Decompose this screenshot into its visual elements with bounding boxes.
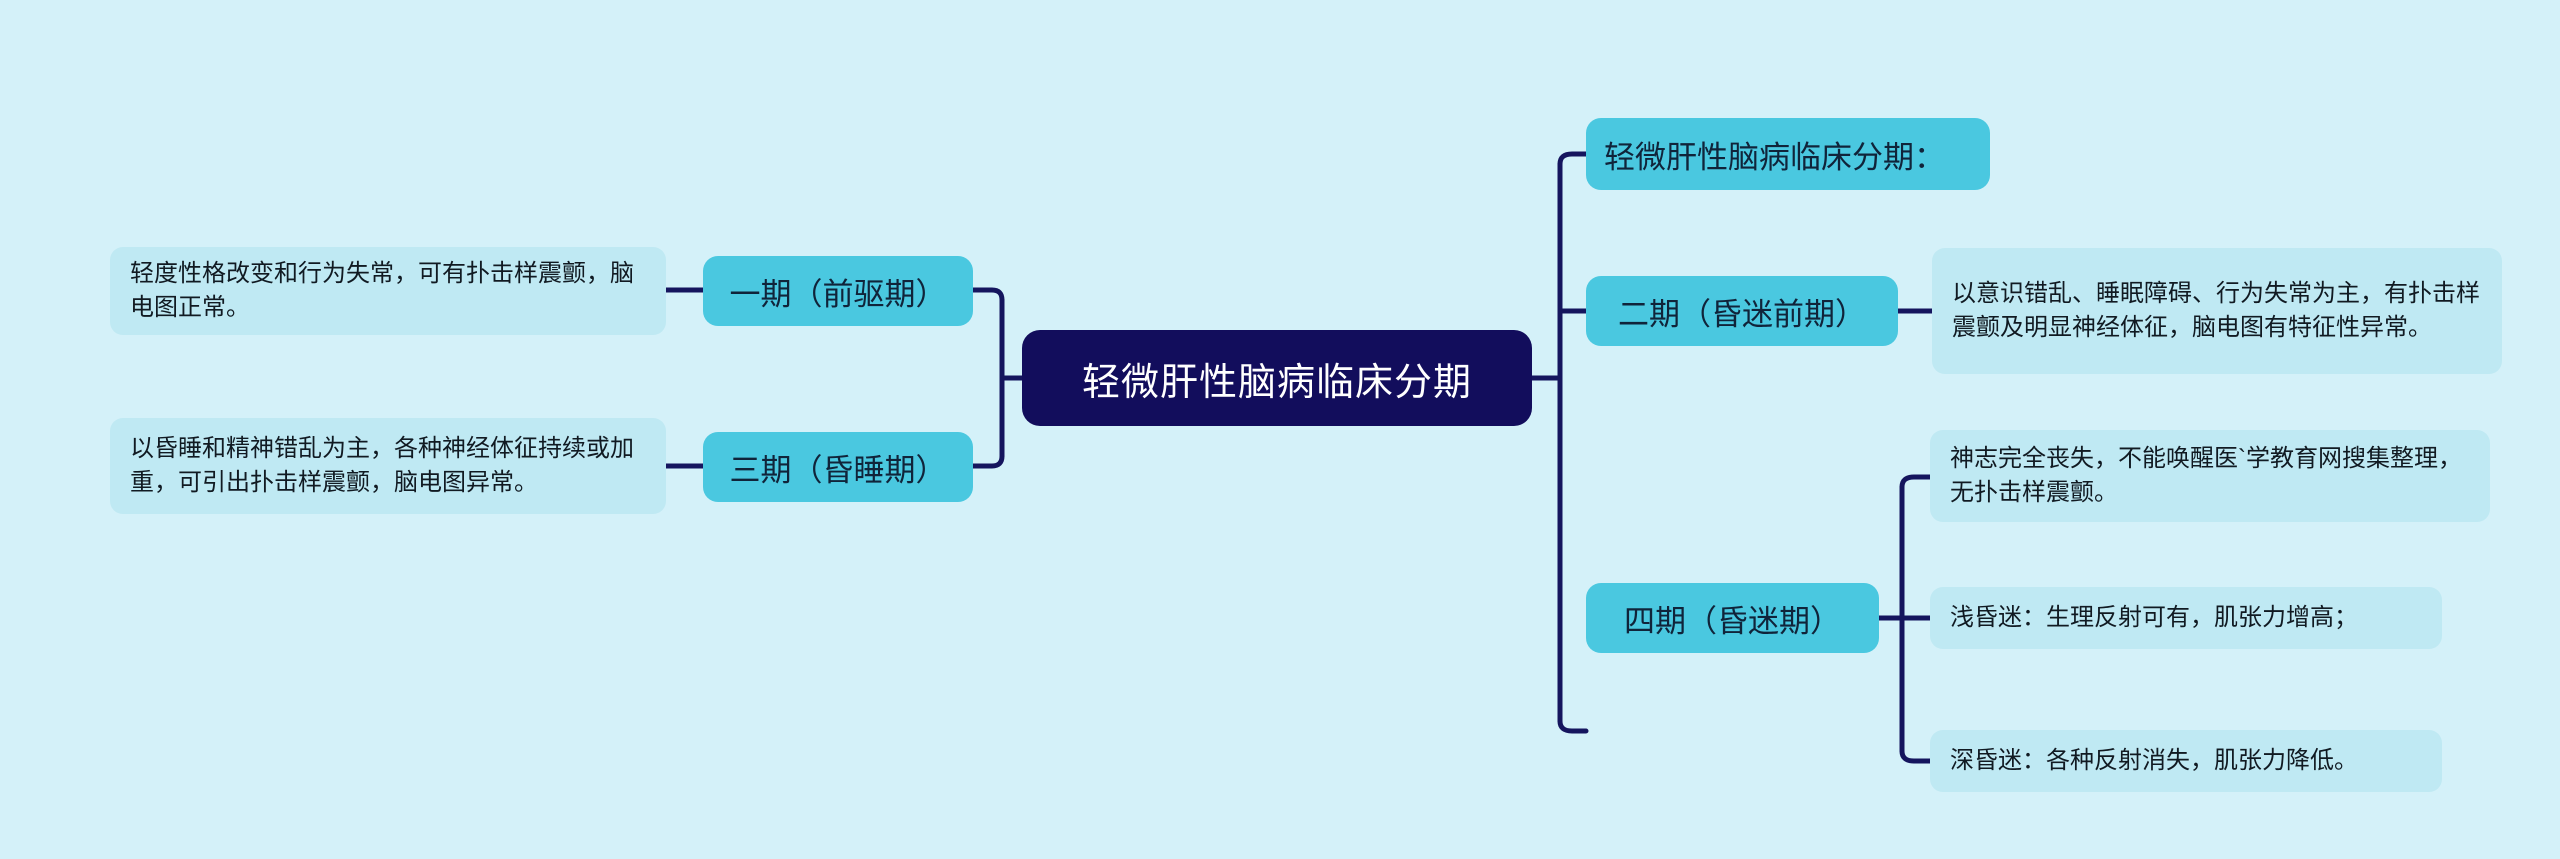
leaf-node-stage-4-detail-1-text: 神志完全丧失，不能唤醒医`学教育网搜集整理，无扑击样震颤。 bbox=[1950, 444, 2462, 506]
branch-node-title[interactable]: 轻微肝性脑病临床分期： bbox=[1586, 118, 1990, 190]
leaf-node-stage-4-detail-3-text: 深昏迷：各种反射消失，肌张力降低。 bbox=[1950, 746, 2358, 774]
leaf-node-stage-4-detail-1[interactable]: 神志完全丧失，不能唤醒医`学教育网搜集整理，无扑击样震颤。 bbox=[1930, 430, 2490, 522]
root-node-label: 轻微肝性脑病临床分期 bbox=[1081, 361, 1472, 404]
leaf-node-stage-1-detail-text: 轻度性格改变和行为失常，可有扑击样震颤，脑电图正常。 bbox=[130, 259, 634, 321]
leaf-node-stage-4-detail-2-text: 浅昏迷：生理反射可有，肌张力增高； bbox=[1950, 603, 2358, 631]
leaf-node-stage-3-detail[interactable]: 以昏睡和精神错乱为主，各种神经体征持续或加重，可引出扑击样震颤，脑电图异常。 bbox=[110, 418, 666, 514]
leaf-node-stage-4-detail-2[interactable]: 浅昏迷：生理反射可有，肌张力增高； bbox=[1930, 587, 2442, 649]
leaf-node-stage-3-detail-text: 以昏睡和精神错乱为主，各种神经体征持续或加重，可引出扑击样震颤，脑电图异常。 bbox=[130, 434, 634, 496]
branch-node-stage-1[interactable]: 一期（前驱期） bbox=[703, 256, 973, 326]
branch-node-stage-2-label: 二期（昏迷前期） bbox=[1618, 296, 1866, 332]
root-node[interactable]: 轻微肝性脑病临床分期 bbox=[1022, 330, 1532, 426]
branch-node-stage-3-label: 三期（昏睡期） bbox=[729, 452, 947, 488]
branch-node-title-label: 轻微肝性脑病临床分期： bbox=[1604, 139, 1945, 175]
leaf-node-stage-1-detail[interactable]: 轻度性格改变和行为失常，可有扑击样震颤，脑电图正常。 bbox=[110, 247, 666, 335]
leaf-node-stage-2-detail[interactable]: 以意识错乱、睡眠障碍、行为失常为主，有扑击样震颤及明显神经体征，脑电图有特征性异… bbox=[1932, 248, 2502, 374]
leaf-node-stage-4-detail-3[interactable]: 深昏迷：各种反射消失，肌张力降低。 bbox=[1930, 730, 2442, 792]
branch-node-stage-3[interactable]: 三期（昏睡期） bbox=[703, 432, 973, 502]
branch-node-stage-4-label: 四期（昏迷期） bbox=[1624, 603, 1841, 639]
branch-node-stage-2[interactable]: 二期（昏迷前期） bbox=[1586, 276, 1898, 346]
leaf-node-stage-2-detail-text: 以意识错乱、睡眠障碍、行为失常为主，有扑击样震颤及明显神经体征，脑电图有特征性异… bbox=[1952, 279, 2480, 341]
branch-node-stage-4[interactable]: 四期（昏迷期） bbox=[1586, 583, 1879, 653]
branch-node-stage-1-label: 一期（前驱期） bbox=[729, 276, 947, 312]
